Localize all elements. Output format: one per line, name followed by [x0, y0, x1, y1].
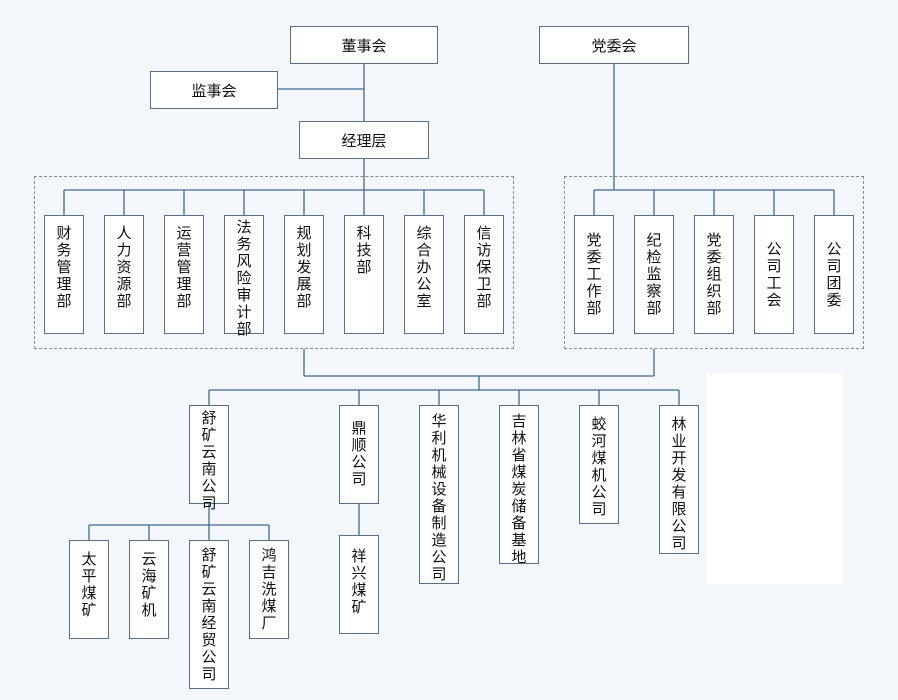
- department-box: 人力资源部: [104, 215, 144, 334]
- party-departments-group: [564, 176, 864, 349]
- subsidiary-label: 吉林省煤炭储备基地: [511, 412, 527, 566]
- department-box: 信访保卫部: [464, 215, 504, 334]
- party-committee-label: 党委会: [591, 36, 637, 55]
- department-box: 科技部: [344, 215, 384, 334]
- subsidiary-box: 华利机械设备制造公司: [419, 405, 459, 584]
- party-department-box: 党委工作部: [574, 215, 614, 334]
- department-box: 法务风险审计部: [224, 215, 264, 338]
- management-label: 经理层: [341, 131, 387, 150]
- board-label: 董事会: [341, 36, 387, 55]
- department-label: 综合办公室: [416, 224, 432, 310]
- party-department-label: 公司工会: [766, 240, 782, 309]
- department-label: 法务风险审计部: [236, 218, 252, 338]
- department-box: 财务管理部: [44, 215, 84, 334]
- party-department-box: 纪检监察部: [634, 215, 674, 334]
- party-committee-box: 党委会: [539, 26, 689, 64]
- department-label: 运营管理部: [176, 224, 192, 310]
- party-department-label: 公司团委: [826, 240, 842, 309]
- unit-label: 云海矿机: [141, 550, 157, 619]
- unit-box: 舒矿云南经贸公司: [189, 540, 229, 689]
- party-department-box: 党委组织部: [694, 215, 734, 334]
- unit-label: 鸿吉洗煤厂: [261, 546, 277, 632]
- unit-box: 太平煤矿: [69, 540, 109, 639]
- subsidiary-label: 鼎顺公司: [351, 419, 367, 488]
- subsidiary-box: 舒矿云南公司: [189, 405, 229, 512]
- subsidiary-label: 华利机械设备制造公司: [431, 412, 447, 583]
- unit-box: 祥兴煤矿: [339, 535, 379, 634]
- unit-label: 祥兴煤矿: [351, 547, 367, 616]
- party-department-label: 党委工作部: [586, 231, 602, 317]
- department-label: 规划发展部: [296, 224, 312, 310]
- party-department-box: 公司工会: [754, 215, 794, 334]
- subsidiary-box: 林业开发有限公司: [659, 405, 699, 554]
- department-label: 人力资源部: [116, 224, 132, 310]
- subsidiary-label: 舒矿云南公司: [201, 409, 217, 512]
- subsidiary-box: 鼎顺公司: [339, 405, 379, 504]
- supervisory-label: 监事会: [191, 81, 237, 100]
- department-label: 科技部: [356, 224, 372, 276]
- department-box: 综合办公室: [404, 215, 444, 334]
- unit-label: 舒矿云南经贸公司: [201, 546, 217, 683]
- supervisory-box: 监事会: [150, 71, 278, 109]
- subsidiary-label: 蛟河煤机公司: [591, 415, 607, 518]
- subsidiary-box: 吉林省煤炭储备基地: [499, 405, 539, 566]
- department-box: 规划发展部: [284, 215, 324, 334]
- party-department-label: 纪检监察部: [646, 231, 662, 317]
- party-department-box: 公司团委: [814, 215, 854, 334]
- board-box: 董事会: [290, 26, 438, 64]
- department-box: 运营管理部: [164, 215, 204, 334]
- unit-box: 云海矿机: [129, 540, 169, 639]
- department-label: 信访保卫部: [476, 224, 492, 310]
- subsidiary-box: 蛟河煤机公司: [579, 405, 619, 524]
- management-box: 经理层: [299, 121, 429, 159]
- unit-label: 太平煤矿: [81, 550, 97, 619]
- blank-panel: [707, 374, 843, 584]
- party-department-label: 党委组织部: [706, 231, 722, 317]
- unit-box: 鸿吉洗煤厂: [249, 540, 289, 639]
- subsidiary-label: 林业开发有限公司: [671, 415, 687, 552]
- departments-group: [34, 176, 514, 349]
- department-label: 财务管理部: [56, 224, 72, 310]
